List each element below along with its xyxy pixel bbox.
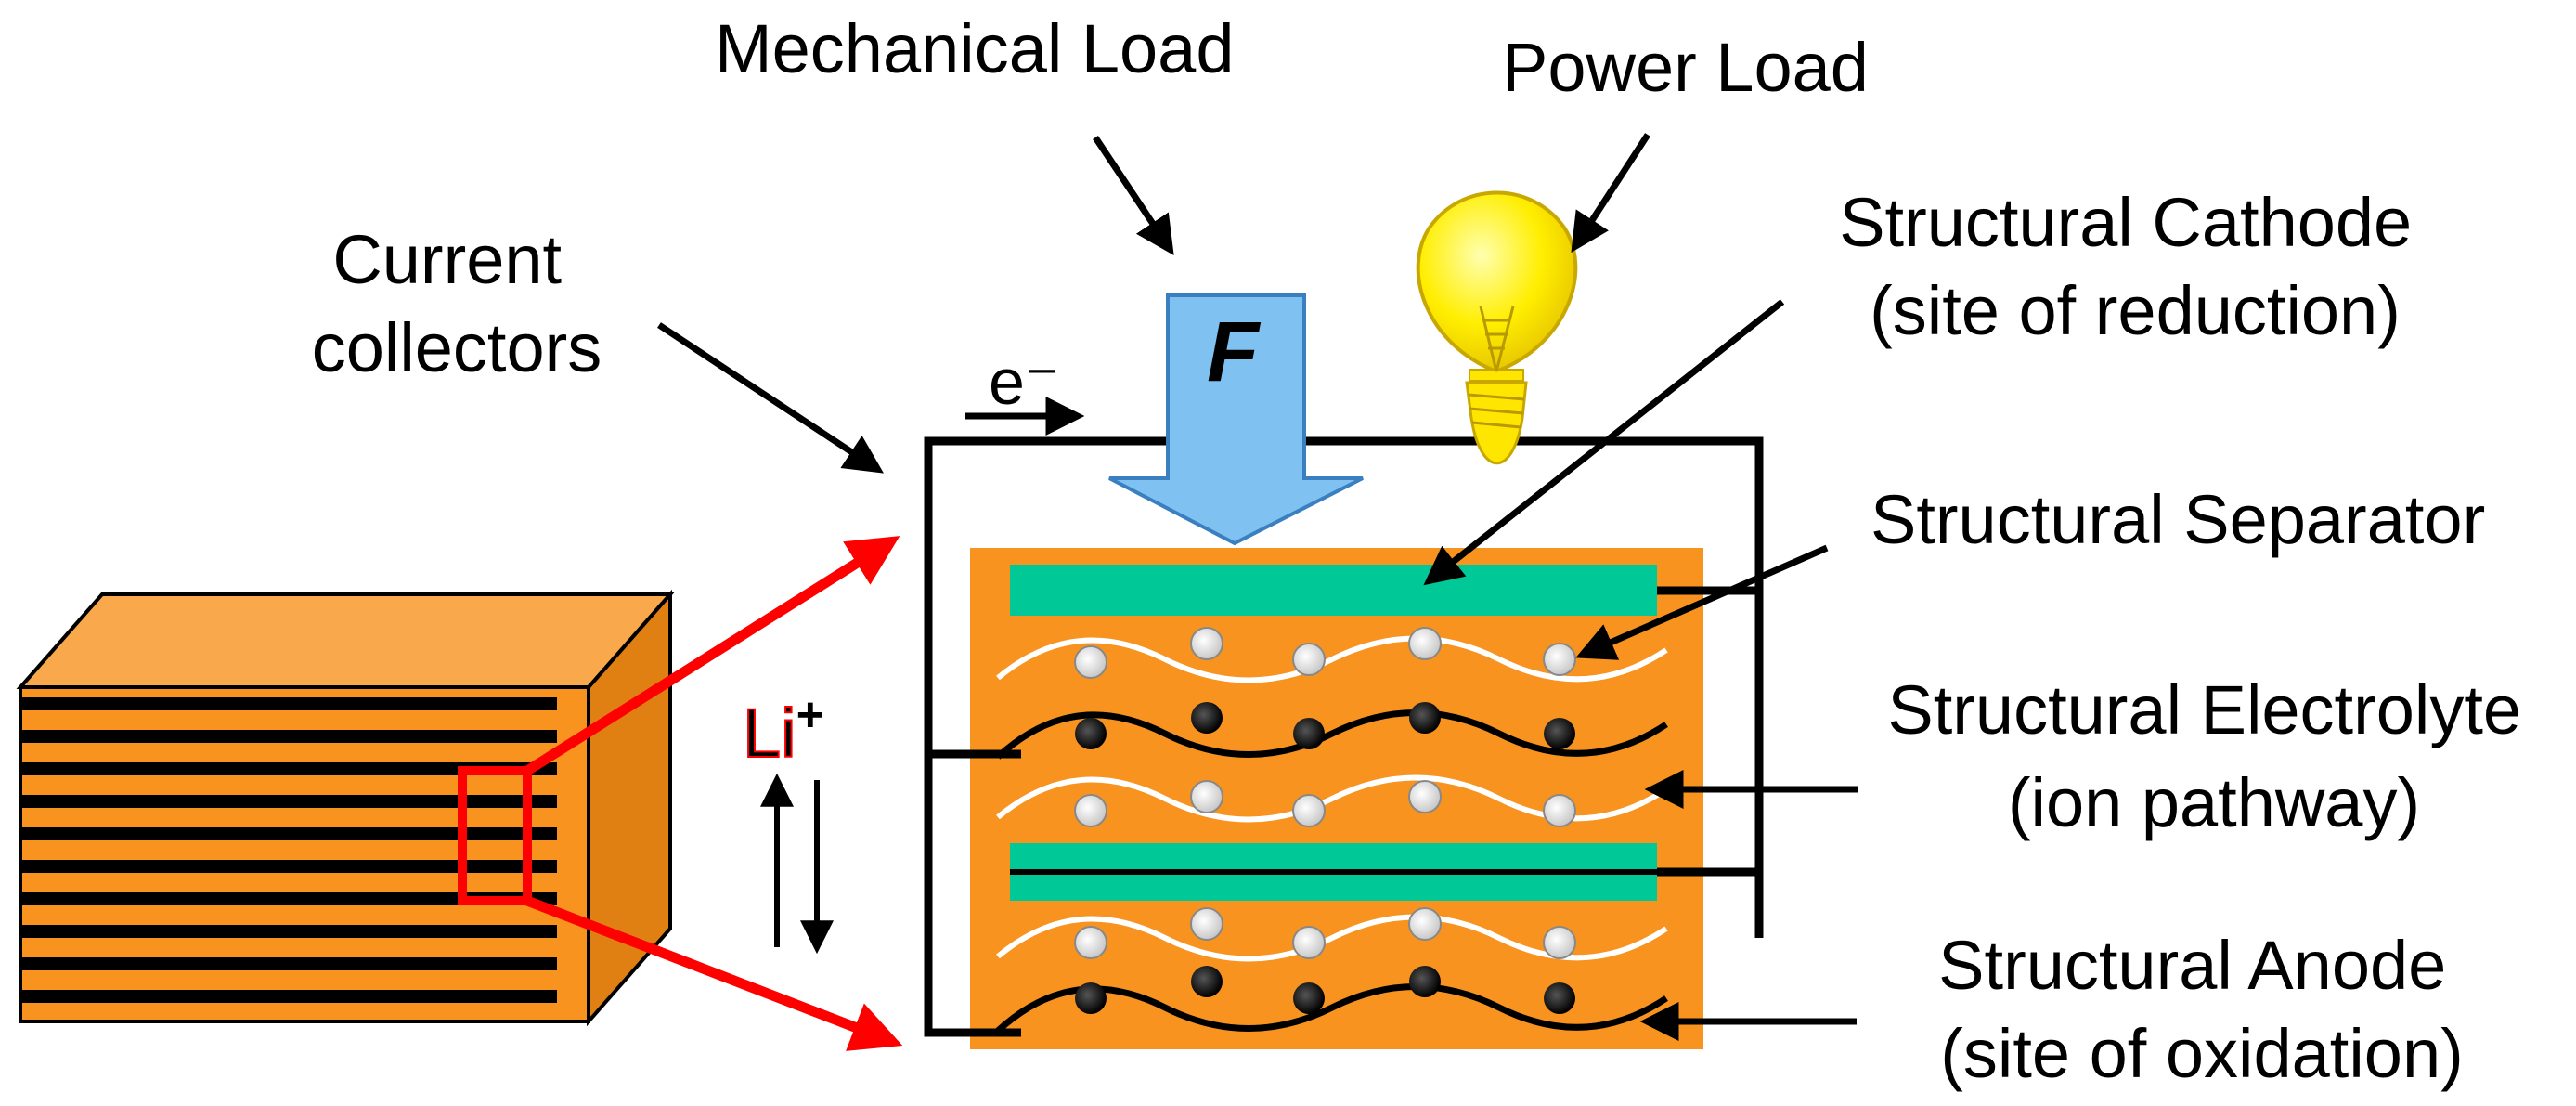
ion-white <box>1190 907 1223 941</box>
lithium-ion-label: Li+ <box>743 688 824 772</box>
lithium-ions-black <box>1075 702 1575 1014</box>
pointer-mechanical-load <box>1093 136 1174 255</box>
pointer-arrows <box>657 133 1858 1041</box>
ion-black <box>1293 718 1325 749</box>
electrolyte-label-line2: (ion pathway) <box>2008 764 2420 841</box>
electrolyte-label-line1: Structural Electrolyte <box>1887 671 2521 748</box>
current-collectors-label: Current collectors <box>312 221 602 386</box>
ion-white <box>1074 645 1107 679</box>
power-load-label: Power Load <box>1502 29 1869 106</box>
electrolyte-label: Structural Electrolyte (ion pathway) <box>1887 671 2540 841</box>
ion-black <box>1075 718 1107 749</box>
cell-cross-section <box>970 548 1745 1049</box>
ion-white <box>1543 926 1576 959</box>
cathode-current-collector <box>1010 565 1657 616</box>
battery-stack-block <box>16 589 675 1027</box>
ion-black <box>1191 702 1223 734</box>
cathode-label-line1: Structural Cathode <box>1839 184 2412 261</box>
anode-label-line2: (site of oxidation) <box>1940 1015 2464 1092</box>
ion-white <box>1292 794 1326 827</box>
light-bulb-icon <box>1416 190 1578 464</box>
pointer-power-load <box>1571 133 1650 254</box>
ion-white <box>1543 794 1576 827</box>
lithium-ion-symbol: Li <box>743 695 796 772</box>
ion-white <box>1190 627 1223 660</box>
current-collectors-line2: collectors <box>312 309 602 386</box>
cathode-label-line2: (site of reduction) <box>1870 272 2401 349</box>
pointer-current-collectors <box>657 322 885 474</box>
ion-white <box>1543 643 1576 676</box>
external-circuit <box>924 436 1764 1037</box>
block-top-face <box>16 592 675 689</box>
electron-symbol: e⁻ <box>989 345 1059 418</box>
zoom-arrow-lower <box>525 895 903 1051</box>
lithium-ions-white <box>1074 627 1576 959</box>
ion-black <box>1544 718 1575 749</box>
ion-black <box>1075 982 1107 1014</box>
ion-white <box>1292 926 1326 959</box>
current-collectors-line1: Current <box>332 221 562 298</box>
force-arrow: F <box>1108 293 1364 546</box>
ion-black <box>1544 982 1575 1014</box>
ion-black <box>1409 702 1441 734</box>
pointer-cathode <box>1423 299 1785 586</box>
zoom-region-box <box>458 766 532 905</box>
zoom-arrow-upper <box>524 536 900 775</box>
circuit-wire-outer <box>924 436 1764 938</box>
ion-black <box>1409 966 1441 997</box>
ion-black <box>1293 982 1325 1014</box>
ion-white <box>1292 643 1326 676</box>
separator-label: Structural Separator <box>1871 481 2485 558</box>
anode-label-line1: Structural Anode <box>1938 927 2446 1004</box>
ion-white <box>1408 627 1442 660</box>
force-symbol: F <box>1207 305 1262 399</box>
down-arrow-icon <box>1108 293 1364 546</box>
ion-black <box>1191 966 1223 997</box>
pointer-separator <box>1575 544 1829 660</box>
ion-white <box>1190 780 1223 813</box>
ion-white <box>1074 926 1107 959</box>
ion-white <box>1408 907 1442 941</box>
anode-label: Structural Anode (site of oxidation) <box>1938 927 2466 1092</box>
cathode-label: Structural Cathode (site of reduction) <box>1839 184 2431 349</box>
circuit-wire-anode <box>924 754 1021 1037</box>
mechanical-load-label: Mechanical Load <box>715 10 1234 87</box>
ion-white <box>1408 780 1442 813</box>
ion-white <box>1074 794 1107 827</box>
lithium-ion-charge: + <box>796 688 824 742</box>
anode-fibers <box>995 709 1668 1034</box>
